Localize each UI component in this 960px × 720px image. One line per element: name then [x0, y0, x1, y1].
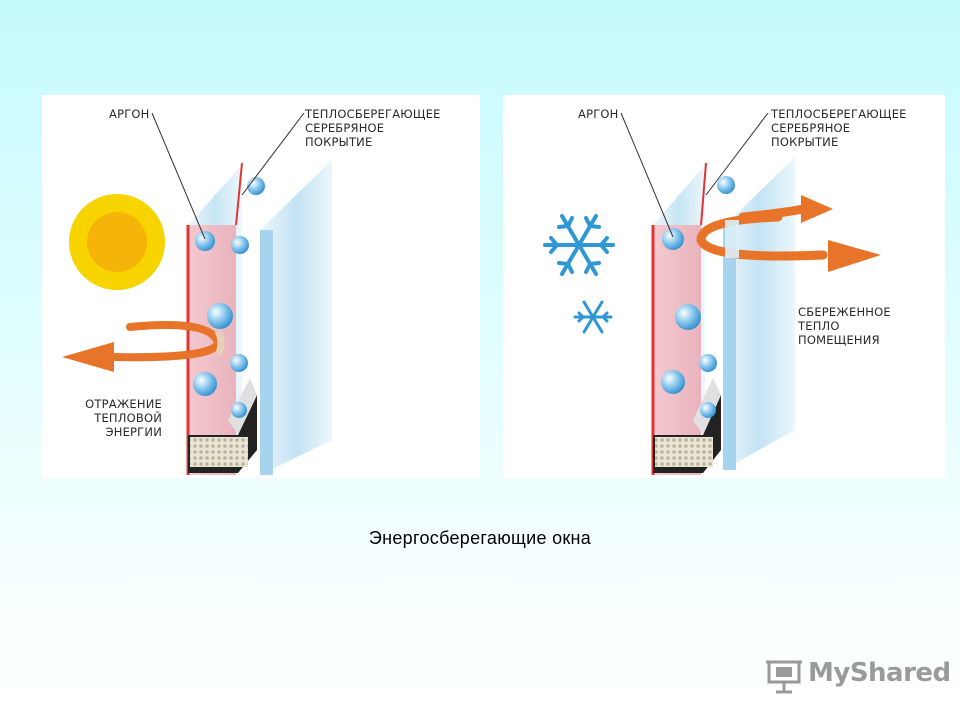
coating-edge [700, 162, 707, 226]
desiccant [655, 437, 713, 467]
reflection-arrow [62, 321, 225, 372]
label-coating: ТЕПЛОСБЕРЕГАЮЩЕЕ СЕРЕБРЯНОЕ ПОКРЫТИЕ [771, 107, 907, 149]
back-glass-edge [723, 227, 736, 470]
back-glass-edge [260, 230, 273, 475]
argon-leader-line [620, 112, 674, 238]
window-cross-section-right [543, 112, 881, 475]
argon-bubbles [661, 176, 735, 418]
watermark-logo: MyShared [766, 656, 951, 696]
snowflake-icon [543, 214, 615, 334]
desiccant [190, 437, 248, 467]
watermark-text: MyShared [808, 658, 951, 688]
label-reflection: ОТРАЖЕНИЕ ТЕПЛОВОЙ ЭНЕРГИИ [85, 397, 162, 439]
back-glass-pane [723, 157, 795, 470]
coating-leader-line [241, 112, 305, 196]
coated-glass [653, 225, 701, 475]
label-coating: ТЕПЛОСБЕРЕГАЮЩЕЕ СЕРЕБРЯНОЕ ПОКРЫТИЕ [305, 107, 441, 149]
coating-leader-line [705, 112, 769, 196]
back-glass-pane [260, 160, 332, 475]
window-cross-section-left [62, 112, 332, 475]
heat-arrow [696, 195, 881, 272]
argon-leader-line [151, 112, 206, 240]
argon-bubbles [193, 177, 265, 418]
sun-icon [69, 194, 165, 290]
label-argon: АРГОН [578, 107, 619, 121]
diagram-summer: АРГОН ТЕПЛОСБЕРЕГАЮЩЕЕ СЕРЕБРЯНОЕ ПОКРЫТ… [42, 95, 480, 478]
label-argon: АРГОН [109, 107, 150, 121]
label-saved-heat: СБЕРЕЖЕННОЕ ТЕПЛО ПОМЕЩЕНИЯ [798, 305, 891, 347]
coating-edge [235, 162, 243, 226]
diagram-winter: АРГОН ТЕПЛОСБЕРЕГАЮЩЕЕ СЕРЕБРЯНОЕ ПОКРЫТ… [503, 95, 945, 478]
slide-caption: Энергосберегающие окна [368, 528, 592, 548]
presentation-icon [766, 660, 802, 694]
